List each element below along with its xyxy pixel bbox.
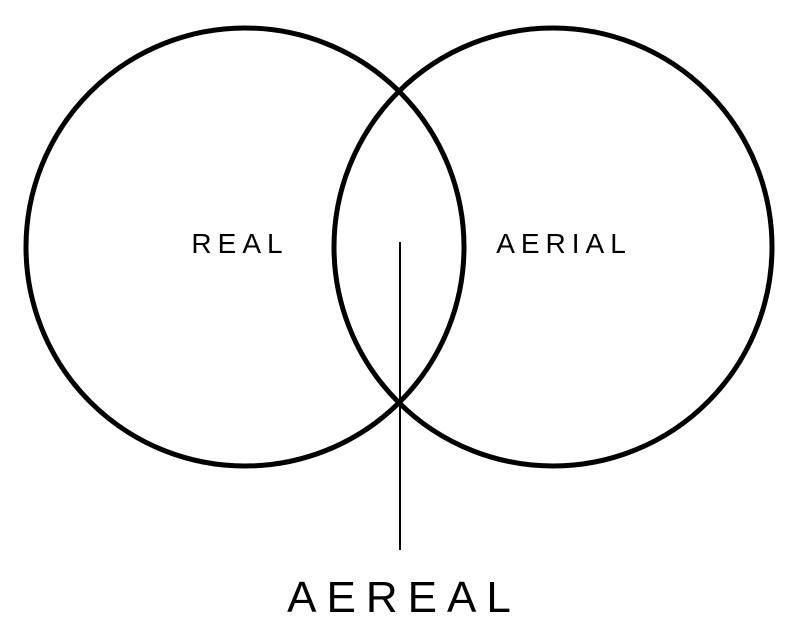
right-set-label: AERIAL (496, 228, 632, 259)
right-set-circle (331, 25, 775, 469)
left-set-label: REAL (191, 228, 288, 259)
intersection-label: AEREAL (287, 573, 521, 622)
left-set-circle (23, 25, 467, 469)
